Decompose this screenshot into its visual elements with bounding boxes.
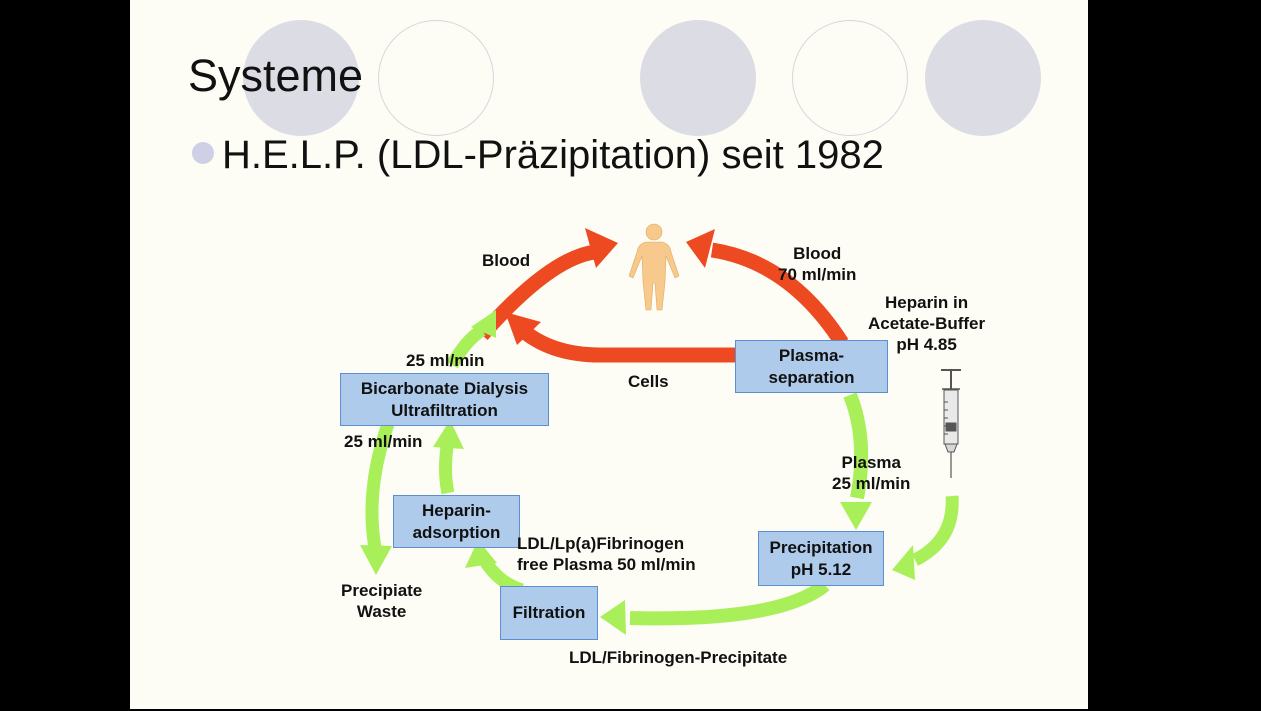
flow-rate-label-top: 25 ml/min [406, 351, 485, 370]
bicarbonate-dialysis-box: Bicarbonate Dialysis Ultrafiltration [340, 373, 549, 426]
slide-title: Systeme [188, 50, 364, 101]
plasma-arrow [840, 392, 872, 530]
blood-label-right: Blood 70 ml/min [778, 244, 857, 284]
decorative-ring [378, 20, 494, 136]
flow-rate-label-bottom: 25 ml/min [344, 432, 423, 451]
decorative-circle [640, 20, 756, 136]
syringe-icon [941, 369, 961, 478]
precipitate-waste-label: Precipiate Waste [341, 581, 423, 621]
decorative-circle [243, 20, 359, 136]
slide: Systeme H.E.L.P. (LDL-Präzipitation) sei… [130, 0, 1088, 709]
box-label-line: Bicarbonate Dialysis [360, 378, 529, 398]
blood-arrow-right [686, 229, 849, 348]
box-label-line: Filtration [512, 603, 586, 622]
box-label-line: Precipitation [769, 537, 873, 557]
bullet-text: H.E.L.P. (LDL-Präzipitation) seit 1982 [222, 133, 884, 177]
blood-label-left: Blood [482, 251, 531, 270]
help-process-diagram [360, 223, 961, 635]
decorative-ring [792, 20, 908, 136]
bullet-dot-icon [192, 142, 214, 165]
decorative-circle [925, 20, 1041, 136]
waste-arrow [360, 421, 395, 575]
precipitate-label: LDL/Fibrinogen-Precipitate [569, 648, 788, 667]
blood-arrow-left [476, 228, 618, 340]
cells-arrow [505, 312, 736, 363]
plasma-separation-box: Plasma- separation [735, 340, 888, 393]
filtration-box: Filtration [500, 586, 598, 640]
human-figure-icon [628, 223, 680, 311]
plasma-flow-label: Plasma 25 ml/min [832, 453, 911, 493]
dialysis-return-arrow [446, 310, 496, 369]
heparin-adsorption-box: Heparin- adsorption [393, 495, 520, 548]
box-label-line: Heparin- [422, 500, 491, 520]
bullet-item: H.E.L.P. (LDL-Präzipitation) seit 1982 [192, 133, 884, 178]
precipitate-arrow [600, 579, 830, 635]
box-label-line: pH 5.12 [790, 559, 852, 579]
box-label-line: separation [768, 367, 855, 387]
heparin-buffer-label: Heparin in Acetate-Buffer pH 4.85 [868, 293, 986, 354]
heparin-arrow [892, 495, 959, 580]
box-label-line: adsorption [412, 522, 501, 542]
adsorption-arrow [433, 420, 464, 495]
box-label-line: Plasma- [778, 345, 845, 365]
ldl-free-plasma-label: LDL/Lp(a)Fibrinogen free Plasma 50 ml/mi… [517, 534, 696, 574]
precipitation-box: Precipitation pH 5.12 [758, 531, 884, 586]
cells-label: Cells [628, 372, 669, 391]
box-label-line: Ultrafiltration [391, 400, 498, 420]
